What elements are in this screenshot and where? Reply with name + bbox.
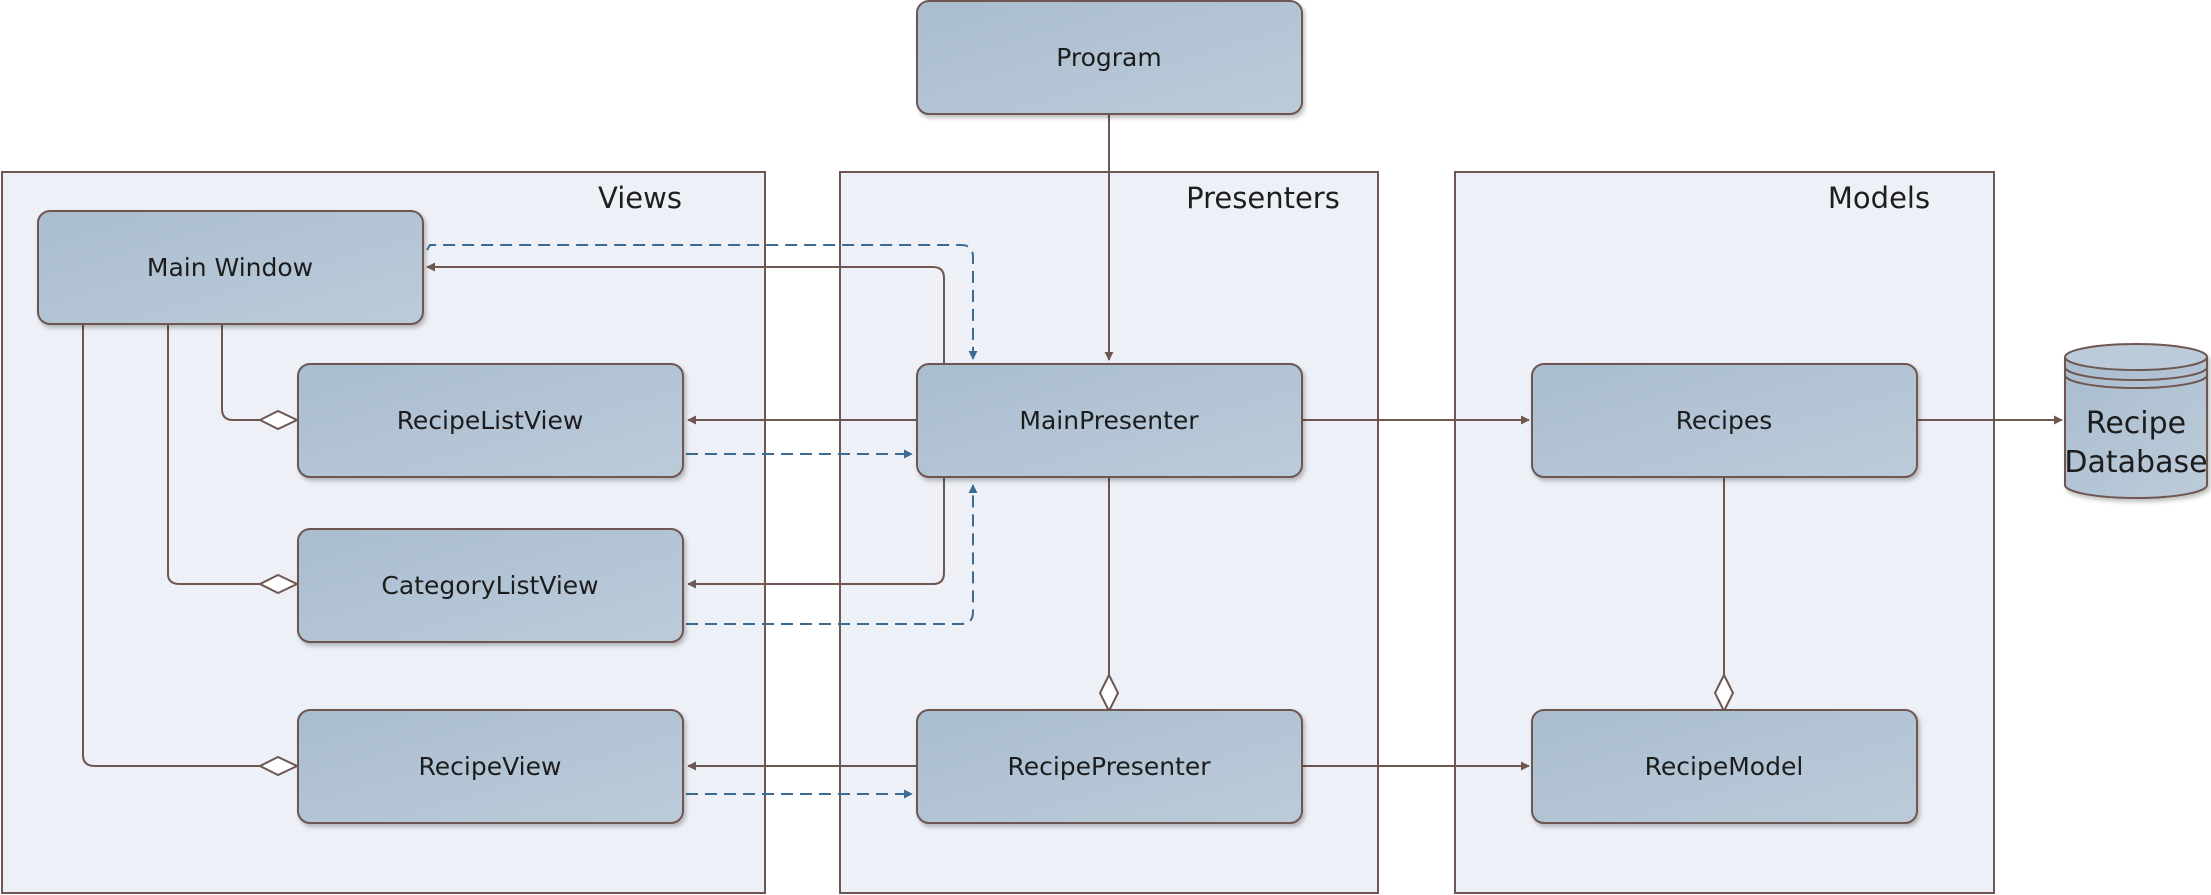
mainpresenter-to-categorylistview-arrow (687, 478, 945, 589)
main-window-node[interactable]: Main Window (37, 210, 424, 325)
main-window-label: Main Window (147, 253, 313, 282)
database-label-line2: Database (2064, 445, 2207, 480)
recipes-node[interactable]: Recipes (1531, 363, 1918, 478)
program-node[interactable]: Program (916, 0, 1303, 115)
recipe-view-node[interactable]: RecipeView (297, 709, 684, 824)
category-list-view-node[interactable]: CategoryListView (297, 528, 684, 643)
recipe-database-node[interactable]: Recipe Database (2064, 343, 2208, 499)
database-label-line1: Recipe (2086, 406, 2186, 441)
mainwindow-to-mainpresenter-dependency (426, 244, 978, 360)
nodes: Program Main Window RecipeListView Categ… (37, 0, 2208, 824)
mainpresenter-to-mainwindow-arrow (426, 262, 945, 365)
mainwindow-recipelistview-aggregation-line (221, 325, 260, 421)
recipe-view-label: RecipeView (419, 752, 562, 781)
recipe-presenter-node[interactable]: RecipePresenter (916, 709, 1303, 824)
mainwindow-categorylistview-aggregation-line (167, 325, 260, 585)
recipe-model-node[interactable]: RecipeModel (1531, 709, 1918, 824)
mainwindow-recipeview-aggregation-line (82, 325, 260, 767)
recipe-list-view-label: RecipeListView (397, 406, 584, 435)
models-title: Models (1828, 181, 1930, 215)
main-presenter-label: MainPresenter (1019, 406, 1199, 435)
category-list-view-label: CategoryListView (381, 571, 598, 600)
dependency-arrows (426, 244, 978, 799)
views-title: Views (598, 181, 682, 215)
main-presenter-node[interactable]: MainPresenter (916, 363, 1303, 478)
presenters-title: Presenters (1186, 181, 1340, 215)
recipe-model-label: RecipeModel (1645, 752, 1804, 781)
aggregation-diamonds (257, 409, 1735, 777)
recipe-presenter-label: RecipePresenter (1007, 752, 1211, 781)
recipe-list-view-node[interactable]: RecipeListView (297, 363, 684, 478)
program-label: Program (1056, 43, 1161, 72)
recipes-label: Recipes (1676, 406, 1773, 435)
categorylistview-to-mainpresenter-dependency (686, 484, 978, 625)
connectors (82, 114, 2063, 771)
